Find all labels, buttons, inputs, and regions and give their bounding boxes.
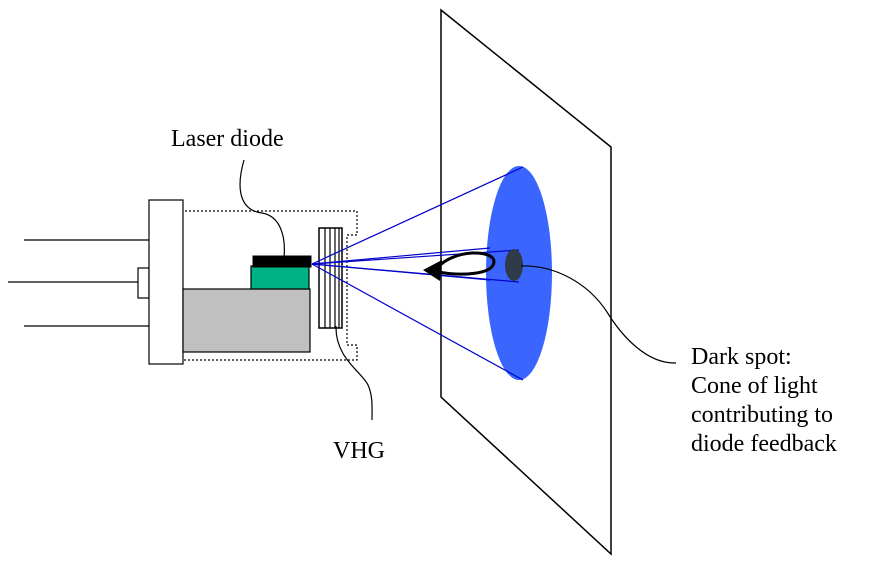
dark-spot-label-line-2: Cone of light [691, 373, 818, 399]
laser-diode-leader [239, 159, 285, 258]
laser-diode-label: Laser diode [171, 126, 284, 152]
dark-spot [505, 249, 523, 281]
mount-block [182, 288, 311, 353]
beam-lines [311, 166, 524, 381]
dark-spot-leader [520, 265, 677, 364]
flange-plate [148, 199, 184, 365]
dark-spot-label-line-3: contributing to [691, 402, 833, 428]
vhg-label: VHG [333, 438, 385, 464]
diode-top-cap [252, 255, 312, 268]
dark-spot-label-line-1: Dark spot: [691, 344, 792, 370]
pin-base-stub [137, 267, 150, 299]
dark-spot-label: Dark spot: Cone of light contributing to… [691, 343, 837, 459]
vhg-leader [335, 325, 373, 421]
feedback-arrow [423, 251, 496, 281]
diode-chip [250, 265, 310, 290]
dark-spot-label-line-4: diode feedback [691, 431, 837, 457]
dotted-housing [181, 210, 358, 361]
